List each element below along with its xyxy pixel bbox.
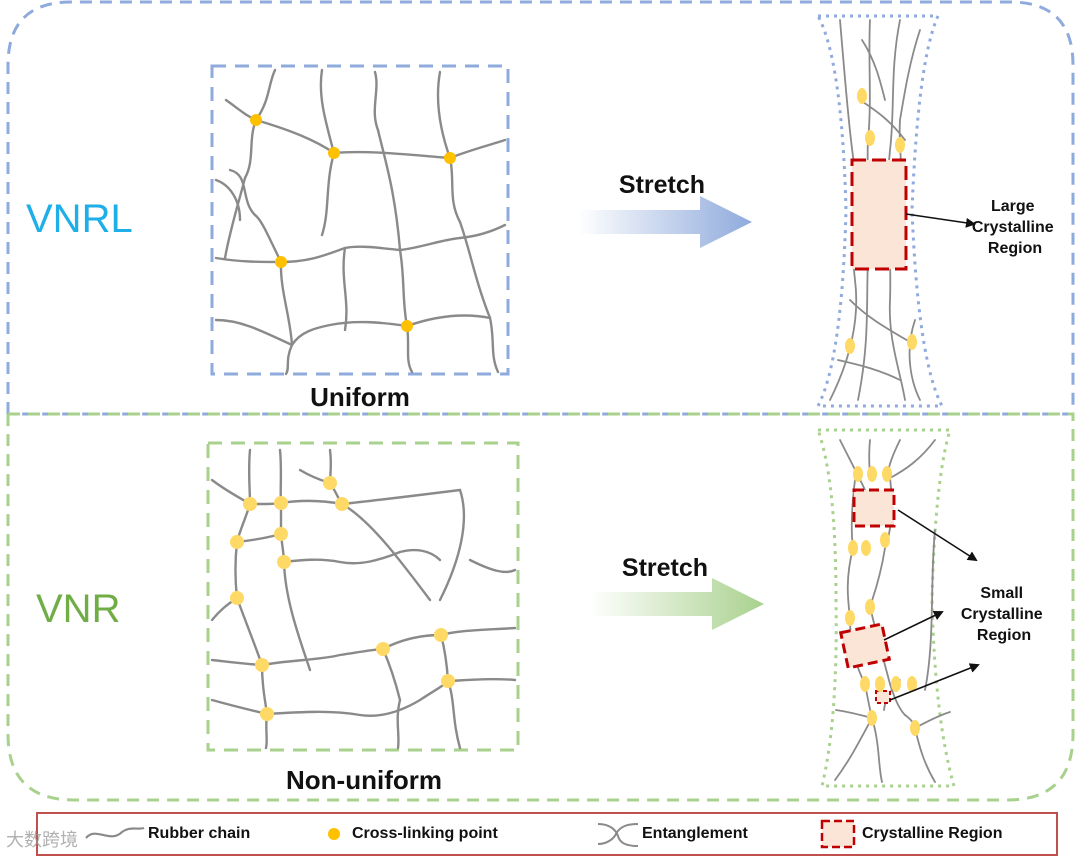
crystalline-region-small [838, 622, 892, 670]
crosslink-point [376, 642, 390, 656]
non-uniform-network [206, 441, 520, 752]
non-uniform-caption: Non-uniform [286, 765, 442, 795]
crosslink-point [857, 88, 867, 104]
crosslink-point [274, 527, 288, 541]
crosslink-point [853, 466, 863, 482]
watermark: 大数跨境 [6, 830, 78, 851]
vnr-label: VNR [36, 587, 120, 631]
vnrl-label: VNRL [26, 197, 133, 241]
crosslink-point [867, 710, 877, 726]
crosslink-point [250, 114, 262, 126]
stretch-arrow-bottom [590, 578, 764, 630]
crosslink-point [260, 707, 274, 721]
entanglement-icon [597, 823, 639, 847]
crosslink-point [328, 147, 340, 159]
uniform-network [210, 64, 510, 376]
crosslink-point [875, 676, 885, 692]
crosslink-point [882, 466, 892, 482]
legend-crystalline-label: Crystalline Region [862, 825, 1003, 842]
crosslink-point [243, 497, 257, 511]
crosslink-point [860, 676, 870, 692]
uniform-network-box [210, 64, 510, 376]
crosslink-point [401, 320, 413, 332]
crosslink-point [891, 676, 901, 692]
stretched-sample-top: Large Crystalline Region [815, 14, 1058, 408]
rubber-chain-icon [85, 826, 145, 839]
crosslink-point [848, 540, 858, 556]
crosslink-point [865, 130, 875, 146]
legend-crosslink: Cross-linking point [322, 814, 498, 854]
crystalline-region-small [875, 690, 891, 704]
crosslink-point [444, 152, 456, 164]
stretched-sample-bottom: Small Crystalline Region [815, 428, 1047, 788]
crosslink-point [907, 334, 917, 350]
non-uniform-network-box [206, 441, 520, 752]
crosslink-point [865, 599, 875, 615]
crosslink-point [255, 658, 269, 672]
crosslink-point [867, 466, 877, 482]
crosslink-point [274, 496, 288, 510]
crosslink-point [230, 535, 244, 549]
large-crystalline-annotation: Large Crystalline Region [972, 198, 1058, 257]
crosslink-point [895, 137, 905, 153]
crosslink-point [441, 674, 455, 688]
legend-crosslink-label: Cross-linking point [352, 825, 498, 842]
stretch-label-top: Stretch [619, 171, 705, 199]
crosslink-point [845, 338, 855, 354]
crosslink-point [323, 476, 337, 490]
legend-rubber-chain: Rubber chain [82, 814, 250, 854]
crosslink-point [277, 555, 291, 569]
stretch-label-bottom: Stretch [622, 554, 708, 582]
legend-entanglement-label: Entanglement [642, 825, 748, 842]
crosslink-point [335, 497, 349, 511]
vnrl-panel-outline [6, 0, 1075, 416]
crosslink-point [880, 532, 890, 548]
crosslink-point [861, 540, 871, 556]
crosslink-point [434, 628, 448, 642]
crosslink-point [910, 720, 920, 736]
crystalline-region-large [850, 158, 908, 271]
crystalline-region-small [852, 488, 896, 528]
crosslink-point-icon [328, 828, 340, 840]
crosslink-point [845, 610, 855, 626]
stretched-outline-bottom [815, 428, 956, 788]
crosslink-point [230, 591, 244, 605]
uniform-caption: Uniform [310, 382, 410, 412]
crosslink-point [275, 256, 287, 268]
crosslink-point [907, 676, 917, 692]
stretch-arrow-top [578, 196, 752, 248]
vnr-panel-outline [6, 412, 1075, 802]
legend-entanglement: Entanglement [594, 814, 748, 854]
crystalline-region-icon [820, 819, 856, 849]
legend: Rubber chain Cross-linking point Entangl… [36, 812, 1058, 856]
small-crystalline-annotation: Small Crystalline Region [961, 585, 1047, 644]
legend-crystalline: Crystalline Region [818, 814, 1002, 854]
legend-rubber-chain-label: Rubber chain [148, 825, 251, 842]
